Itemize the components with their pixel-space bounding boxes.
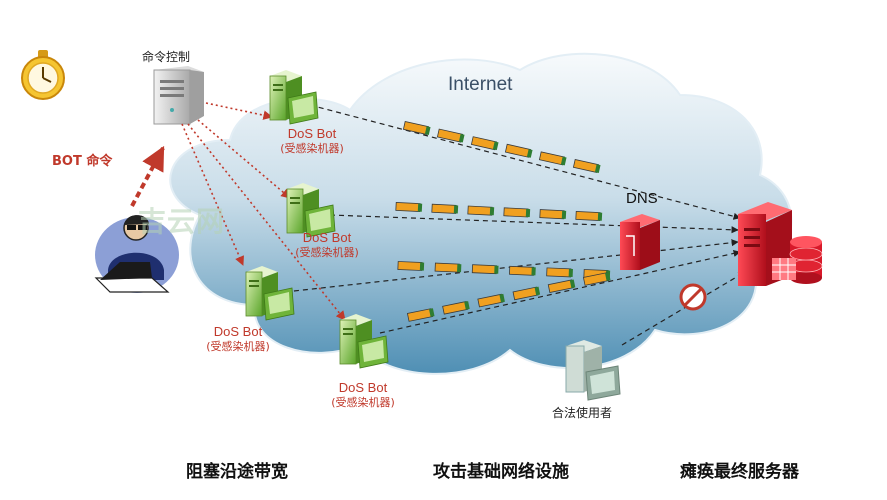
packet [538, 151, 567, 166]
packet [477, 293, 505, 308]
bot-label-1: DoS Bot (受感染机器) [272, 126, 352, 156]
packet [470, 136, 499, 151]
bot-label-2: DoS Bot (受感染机器) [287, 230, 367, 260]
caption-bandwidth: 阻塞沿途带宽 [186, 462, 288, 482]
bot-sub: (受感染机器) [280, 142, 344, 155]
attack-packets [395, 121, 611, 322]
packet [512, 286, 541, 301]
packet [406, 308, 435, 322]
packet [504, 143, 533, 158]
command-server-icon [153, 66, 204, 125]
stopwatch-icon [21, 50, 65, 100]
command-control-label: 命令控制 [142, 50, 191, 64]
packet [442, 301, 470, 315]
bot-command-arrow [130, 145, 165, 207]
bot-label-3: DoS Bot (受感染机器) [198, 324, 278, 354]
packet [436, 128, 465, 143]
no-entry-icon [679, 283, 707, 311]
packet [431, 203, 459, 214]
caption-infrastructure: 攻击基础网络设施 [433, 462, 569, 482]
packet [434, 262, 462, 273]
packet [467, 205, 495, 216]
bot-label-4: DoS Bot (受感染机器) [323, 380, 403, 410]
legit-user-computer-icon [565, 340, 621, 401]
packet [503, 207, 531, 218]
packet [395, 201, 423, 213]
bot-name: DoS Bot [213, 324, 263, 339]
packet [402, 121, 431, 135]
bot-name: DoS Bot [302, 230, 352, 245]
bot-name: DoS Bot [287, 126, 337, 141]
watermark: 吉云网 [138, 205, 226, 238]
hacker-icon [94, 215, 179, 293]
bot-sub: (受感染机器) [206, 340, 270, 353]
packet [546, 267, 573, 278]
packet [575, 210, 603, 222]
bot-sub: (受感染机器) [331, 396, 395, 409]
packet [509, 265, 536, 276]
legit-user-label: 合法使用者 [552, 406, 613, 420]
bot-computer-icon [286, 183, 336, 238]
dns-server-icon [620, 214, 660, 270]
target-grid [772, 258, 796, 280]
packet [397, 261, 425, 271]
packet [547, 279, 576, 293]
caption-server: 瘫痪最终服务器 [680, 462, 799, 482]
bot-computer-icon [339, 314, 389, 369]
bot-sub: (受感染机器) [295, 246, 359, 259]
packet [582, 272, 611, 286]
bot-computer-icon [269, 70, 319, 125]
packet [572, 159, 601, 173]
packet [471, 264, 499, 275]
command-links [181, 102, 346, 321]
packet [539, 209, 567, 220]
bot-command-label: BOT 命令 [52, 154, 113, 169]
internet-label: Internet [448, 74, 513, 95]
bot-name: DoS Bot [338, 380, 388, 395]
bot-computer-icon [245, 266, 295, 321]
dns-label: DNS [626, 190, 658, 207]
